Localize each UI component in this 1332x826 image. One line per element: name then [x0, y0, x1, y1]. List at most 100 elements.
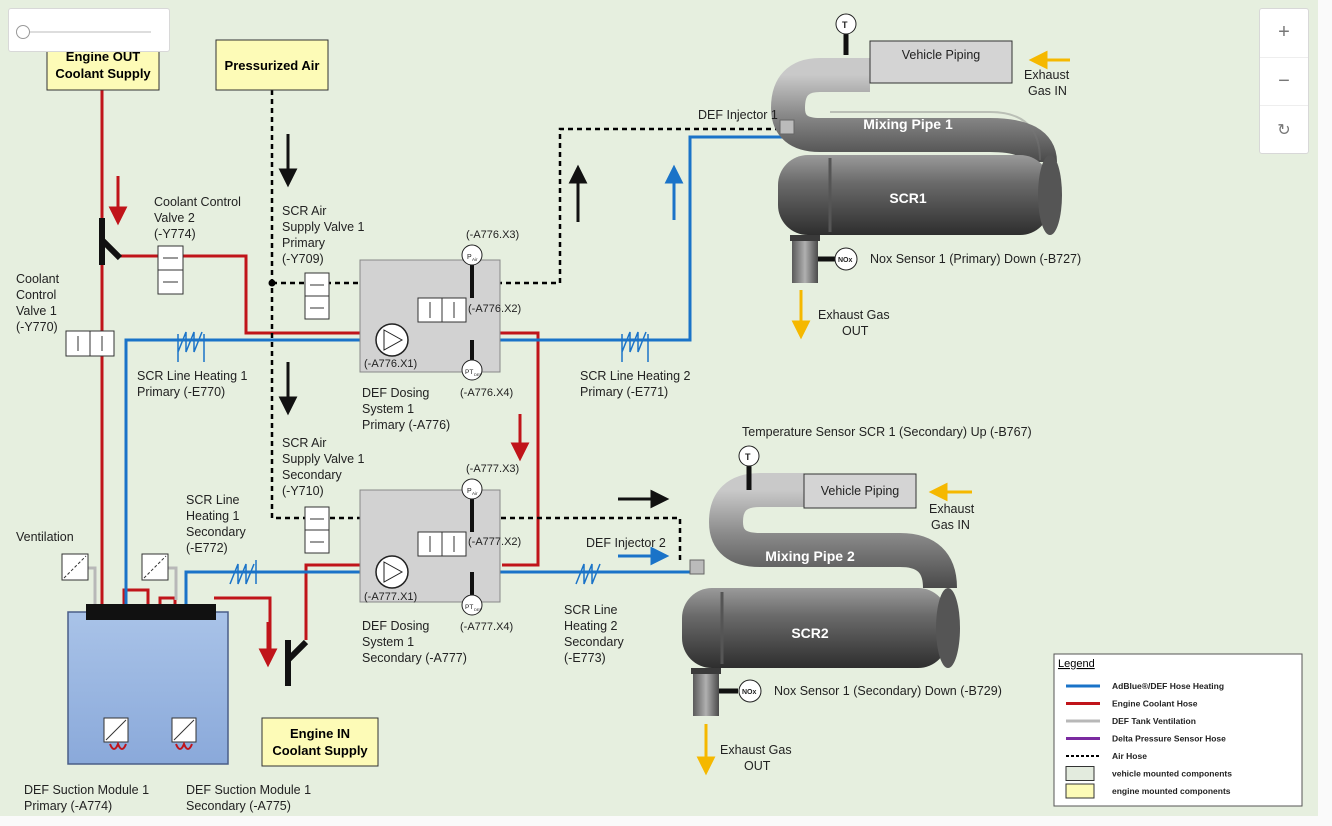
def-injector-2-label: DEF Injector 2	[586, 536, 666, 550]
a777-x1-label: (-A777.X1)	[364, 591, 417, 603]
coolant-valve-2-label-1: Coolant Control	[154, 195, 241, 209]
nox-sensor-2-label: Nox Sensor 1 (Secondary) Down (-B729)	[774, 684, 1002, 698]
temp-sensor-2-label: Temperature Sensor SCR 1 (Secondary) Up …	[742, 425, 1032, 439]
pressurized-air-box: Pressurized Air	[215, 39, 329, 91]
coolant-valve-1-label-2: Control	[16, 288, 56, 302]
suction-secondary-label-1: DEF Suction Module 1	[186, 783, 311, 797]
def-injector-1-label: DEF Injector 1	[698, 108, 778, 122]
zoom-out-button[interactable]: −	[1260, 57, 1308, 105]
air-valve-1-label-4: (-Y709)	[282, 252, 324, 266]
a776-x1-label: (-A776.X1)	[364, 358, 417, 370]
legend-item: engine mounted components	[1065, 783, 1231, 799]
engine-out-line-2: Coolant Supply	[55, 66, 151, 81]
vehicle-piping-1-label: Vehicle Piping	[902, 48, 981, 62]
engine-in-box: Engine IN Coolant Supply	[261, 717, 379, 767]
dosing-secondary-label-2: System 1	[362, 635, 414, 649]
legend-item: Engine Coolant Hose	[1066, 699, 1198, 709]
slider-track[interactable]	[21, 31, 151, 33]
exhaust-in-1-label-2: Gas IN	[1028, 84, 1067, 98]
scr-air-supply-valve-secondary	[304, 506, 330, 554]
exhaust-in-1-label-1: Exhaust	[1024, 68, 1070, 82]
dosing-secondary-label-1: DEF Dosing	[362, 619, 429, 633]
line-heating-1-secondary-label-3: Secondary	[186, 525, 247, 539]
line-heating-1-secondary-label-2: Heating 1	[186, 509, 240, 523]
line-heating-2-primary-label-2: Primary (-E771)	[580, 385, 668, 399]
temp-sensor-2-icon: T	[745, 452, 751, 462]
coolant-valve-2-label-3: (-Y774)	[154, 227, 196, 241]
temperature-sensor-2	[738, 445, 760, 490]
scr1-label: SCR1	[889, 190, 927, 206]
def-flow-arrows	[618, 164, 684, 566]
zoom-in-button[interactable]: +	[1278, 21, 1290, 43]
legend-swatch	[1065, 783, 1095, 799]
engine-in-tee	[285, 639, 309, 686]
exhaust-out-1-label-1: Exhaust Gas	[818, 308, 890, 322]
legend-swatch	[1065, 766, 1095, 781]
vehicle-piping-2-label: Vehicle Piping	[821, 484, 900, 498]
legend-label: Delta Pressure Sensor Hose	[1112, 734, 1226, 744]
mixing-pipe-2-label: Mixing Pipe 2	[765, 548, 855, 564]
engine-out-line-1: Engine OUT	[66, 49, 140, 64]
ventilation-hoses	[88, 566, 178, 612]
suction-primary-label-1: DEF Suction Module 1	[24, 783, 149, 797]
line-heating-2-secondary-label-3: Secondary	[564, 635, 625, 649]
legend-item: vehicle mounted components	[1065, 766, 1232, 781]
nox-sensor-1-label: Nox Sensor 1 (Primary) Down (-B727)	[870, 252, 1081, 266]
horizontal-scrollbar[interactable]	[0, 816, 1332, 826]
pressurized-air-label: Pressurized Air	[225, 58, 320, 73]
legend-item: AdBlue®/DEF Hose Heating	[1066, 681, 1224, 691]
nox-sensor-2	[719, 679, 762, 703]
slider-handle[interactable]	[16, 25, 30, 39]
legend-item: Delta Pressure Sensor Hose	[1066, 734, 1226, 744]
p-air-sensor-icon: P	[467, 254, 472, 261]
ventilation-filter-1	[61, 553, 89, 581]
legend-item: DEF Tank Ventilation	[1066, 716, 1196, 726]
legend-label: AdBlue®/DEF Hose Heating	[1112, 681, 1224, 691]
p-air-sensor-2-sub: Air	[472, 491, 478, 496]
coolant-control-valve-1	[65, 330, 115, 357]
suction-module-secondary	[171, 717, 197, 750]
engine-in-line-2: Coolant Supply	[272, 743, 368, 758]
air-valve-2-label-2: Supply Valve 1	[282, 452, 365, 466]
line-heating-1-primary-label-2: Primary (-E770)	[137, 385, 225, 399]
legend-label: engine mounted components	[1112, 786, 1231, 796]
pt-def-sensor-2-sub: DEF	[474, 607, 483, 612]
exhaust-out-1-label-2: OUT	[842, 324, 869, 338]
air-valve-1-label-1: SCR Air	[282, 204, 326, 218]
vertical-scrollbar[interactable]	[1318, 0, 1332, 826]
reset-view-button[interactable]: ↻	[1260, 105, 1308, 153]
temperature-sensor-1	[835, 13, 857, 55]
def-tank	[67, 604, 229, 765]
legend-title: Legend	[1058, 658, 1095, 670]
dosing-primary-label-2: System 1	[362, 402, 414, 416]
air-flow-arrows	[278, 134, 670, 509]
pt-def-sensor-icon: PT	[465, 369, 473, 376]
coolant-valve-1-label-4: (-Y770)	[16, 320, 58, 334]
exhaust-flow-arrows	[696, 50, 1070, 776]
ventilation-label: Ventilation	[16, 530, 74, 544]
p-air-sensor-sub: Air	[472, 257, 478, 262]
legend-label: DEF Tank Ventilation	[1112, 716, 1196, 726]
a777-x4-label: (-A777.X4)	[460, 621, 513, 633]
zoom-controls: + − ↻	[1259, 8, 1309, 154]
mixing-pipe-1-label: Mixing Pipe 1	[863, 116, 953, 132]
dosing-primary-label-1: DEF Dosing	[362, 386, 429, 400]
labels: Coolant Control Valve 2 (-Y774) Coolant …	[16, 68, 1081, 813]
legend-label: vehicle mounted components	[1112, 769, 1232, 779]
exhaust-in-2-label-1: Exhaust	[929, 502, 975, 516]
dosing-system-secondary	[359, 478, 501, 616]
air-valve-1-label-2: Supply Valve 1	[282, 220, 365, 234]
suction-secondary-label-2: Secondary (-A775)	[186, 799, 291, 813]
coolant-valve-1-label-1: Coolant	[16, 272, 60, 286]
def-system-diagram: Engine OUT Coolant Supply Pressurized Ai…	[16, 13, 1303, 813]
air-valve-2-label-1: SCR Air	[282, 436, 326, 450]
line-heating-1-secondary-label-4: (-E772)	[186, 541, 228, 555]
coolant-valve-1-label-3: Valve 1	[16, 304, 57, 318]
line-heating-2-primary-label-1: SCR Line Heating 2	[580, 369, 691, 383]
air-junction	[268, 279, 276, 287]
coolant-flow-arrows	[108, 176, 530, 668]
opacity-slider[interactable]	[8, 8, 170, 52]
nox-sensor-1	[818, 247, 858, 271]
